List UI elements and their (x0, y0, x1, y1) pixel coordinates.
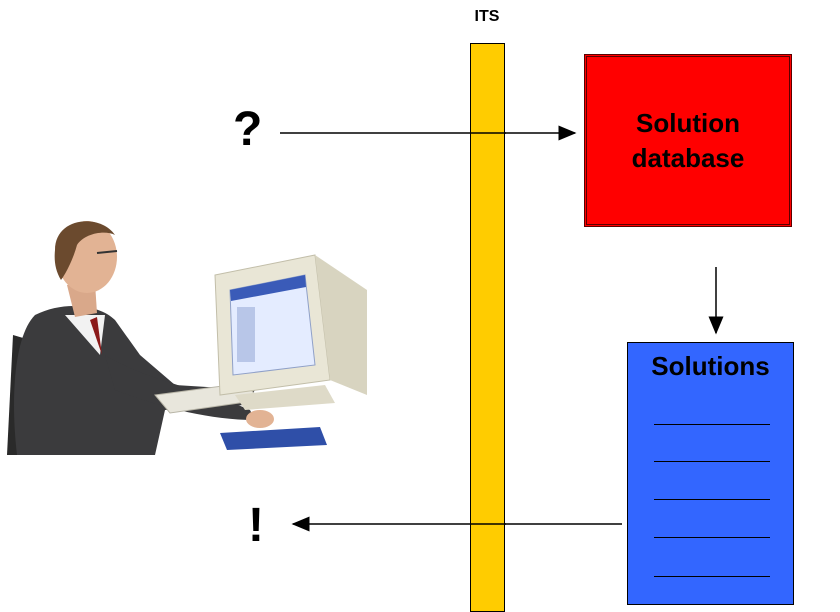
question-mark: ? (233, 103, 263, 156)
solutions-line (654, 499, 770, 500)
solutions-line (654, 461, 770, 462)
its-label: ITS (474, 8, 500, 25)
solutions-line (654, 537, 770, 538)
solution-database-box: Solution database (584, 54, 792, 227)
exclamation-mark: ! (248, 499, 264, 552)
solution-database-label: Solution database (631, 108, 745, 173)
its-bar (470, 43, 505, 612)
solutions-document: Solutions (627, 342, 794, 605)
solutions-label: Solutions (651, 351, 770, 381)
solutions-line (654, 576, 770, 577)
person-at-computer-icon (7, 221, 367, 455)
solutions-line (654, 424, 770, 425)
